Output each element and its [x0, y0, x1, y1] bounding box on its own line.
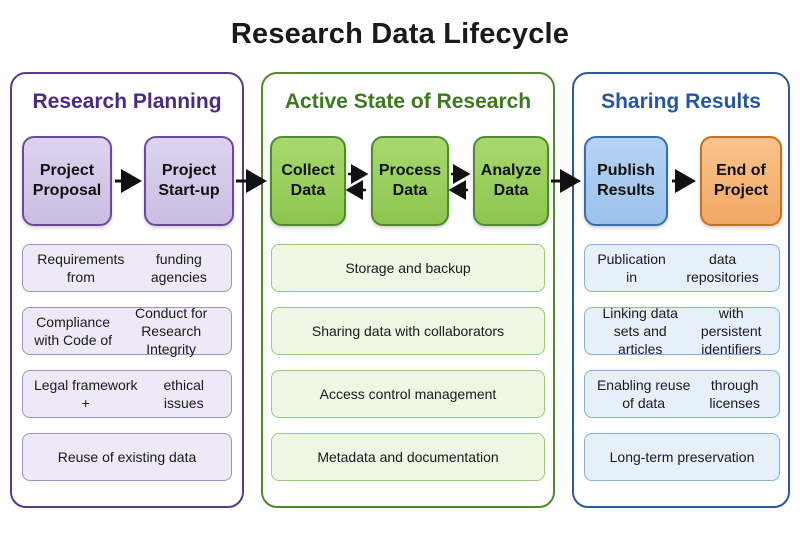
project-start-up-step: Project Start-up — [144, 136, 234, 226]
planning-item-compliance: Compliance with Code of Conduct for Rese… — [22, 305, 232, 357]
item-line: with persistent identifiers — [700, 304, 762, 358]
process-data-step: Process Data — [371, 136, 449, 226]
item-line: Requirements from — [37, 250, 125, 285]
active-item-sharing: Sharing data with collaborators — [271, 307, 545, 355]
planning-item-legal: Legal framework + ethical issues — [22, 370, 232, 418]
item-line: Conduct for Research Integrity — [134, 304, 208, 358]
active-state-heading: Active State of Research — [284, 90, 532, 113]
analyze-data-step: Analyze Data — [473, 136, 549, 226]
end-of-project-step: End of Project — [700, 136, 782, 226]
item-line: funding agencies — [150, 250, 207, 285]
item-line: Storage and backup — [345, 259, 471, 276]
item-line: Enabling reuse of data — [596, 376, 691, 411]
item-line: Sharing data with collaborators — [311, 322, 505, 339]
item-line: Linking data sets and articles — [602, 304, 678, 358]
publish-results-step: Publish Results — [584, 136, 668, 226]
active-item-metadata: Metadata and documentation — [271, 433, 545, 481]
item-line: Reuse of existing data — [57, 448, 197, 465]
sharing-item-publication: Publication in data repositories — [584, 244, 780, 292]
project-proposal-step: Project Proposal — [22, 136, 112, 226]
item-line: Legal framework + — [33, 376, 138, 411]
page-title: Research Data Lifecycle — [230, 18, 570, 50]
active-item-storage: Storage and backup — [271, 244, 545, 292]
planning-item-requirements: Requirements from funding agencies — [22, 244, 232, 292]
planning-item-reuse: Reuse of existing data — [22, 433, 232, 481]
item-line: Access control management — [319, 385, 497, 402]
research-planning-panel: Research Planning Project Proposal Proje… — [10, 72, 244, 508]
collect-data-step: Collect Data — [270, 136, 346, 226]
item-line: through licenses — [709, 376, 760, 411]
item-line: ethical issues — [163, 376, 204, 411]
sharing-results-panel: Sharing Results Publish Results End of P… — [572, 72, 790, 508]
sharing-item-preservation: Long-term preservation — [584, 433, 780, 481]
active-item-access: Access control management — [271, 370, 545, 418]
sharing-item-linking: Linking data sets and articles with pers… — [584, 305, 780, 357]
sharing-results-heading: Sharing Results — [601, 90, 761, 113]
item-line: Long-term preservation — [609, 448, 755, 465]
item-line: Metadata and documentation — [317, 448, 499, 465]
sharing-item-licenses: Enabling reuse of data through licenses — [584, 370, 780, 418]
item-line: Compliance with Code of — [34, 313, 113, 348]
item-line: Publication in — [597, 250, 666, 285]
research-planning-heading: Research Planning — [32, 90, 222, 113]
active-state-panel: Active State of Research Collect Data Pr… — [261, 72, 555, 508]
item-line: data repositories — [686, 250, 759, 285]
